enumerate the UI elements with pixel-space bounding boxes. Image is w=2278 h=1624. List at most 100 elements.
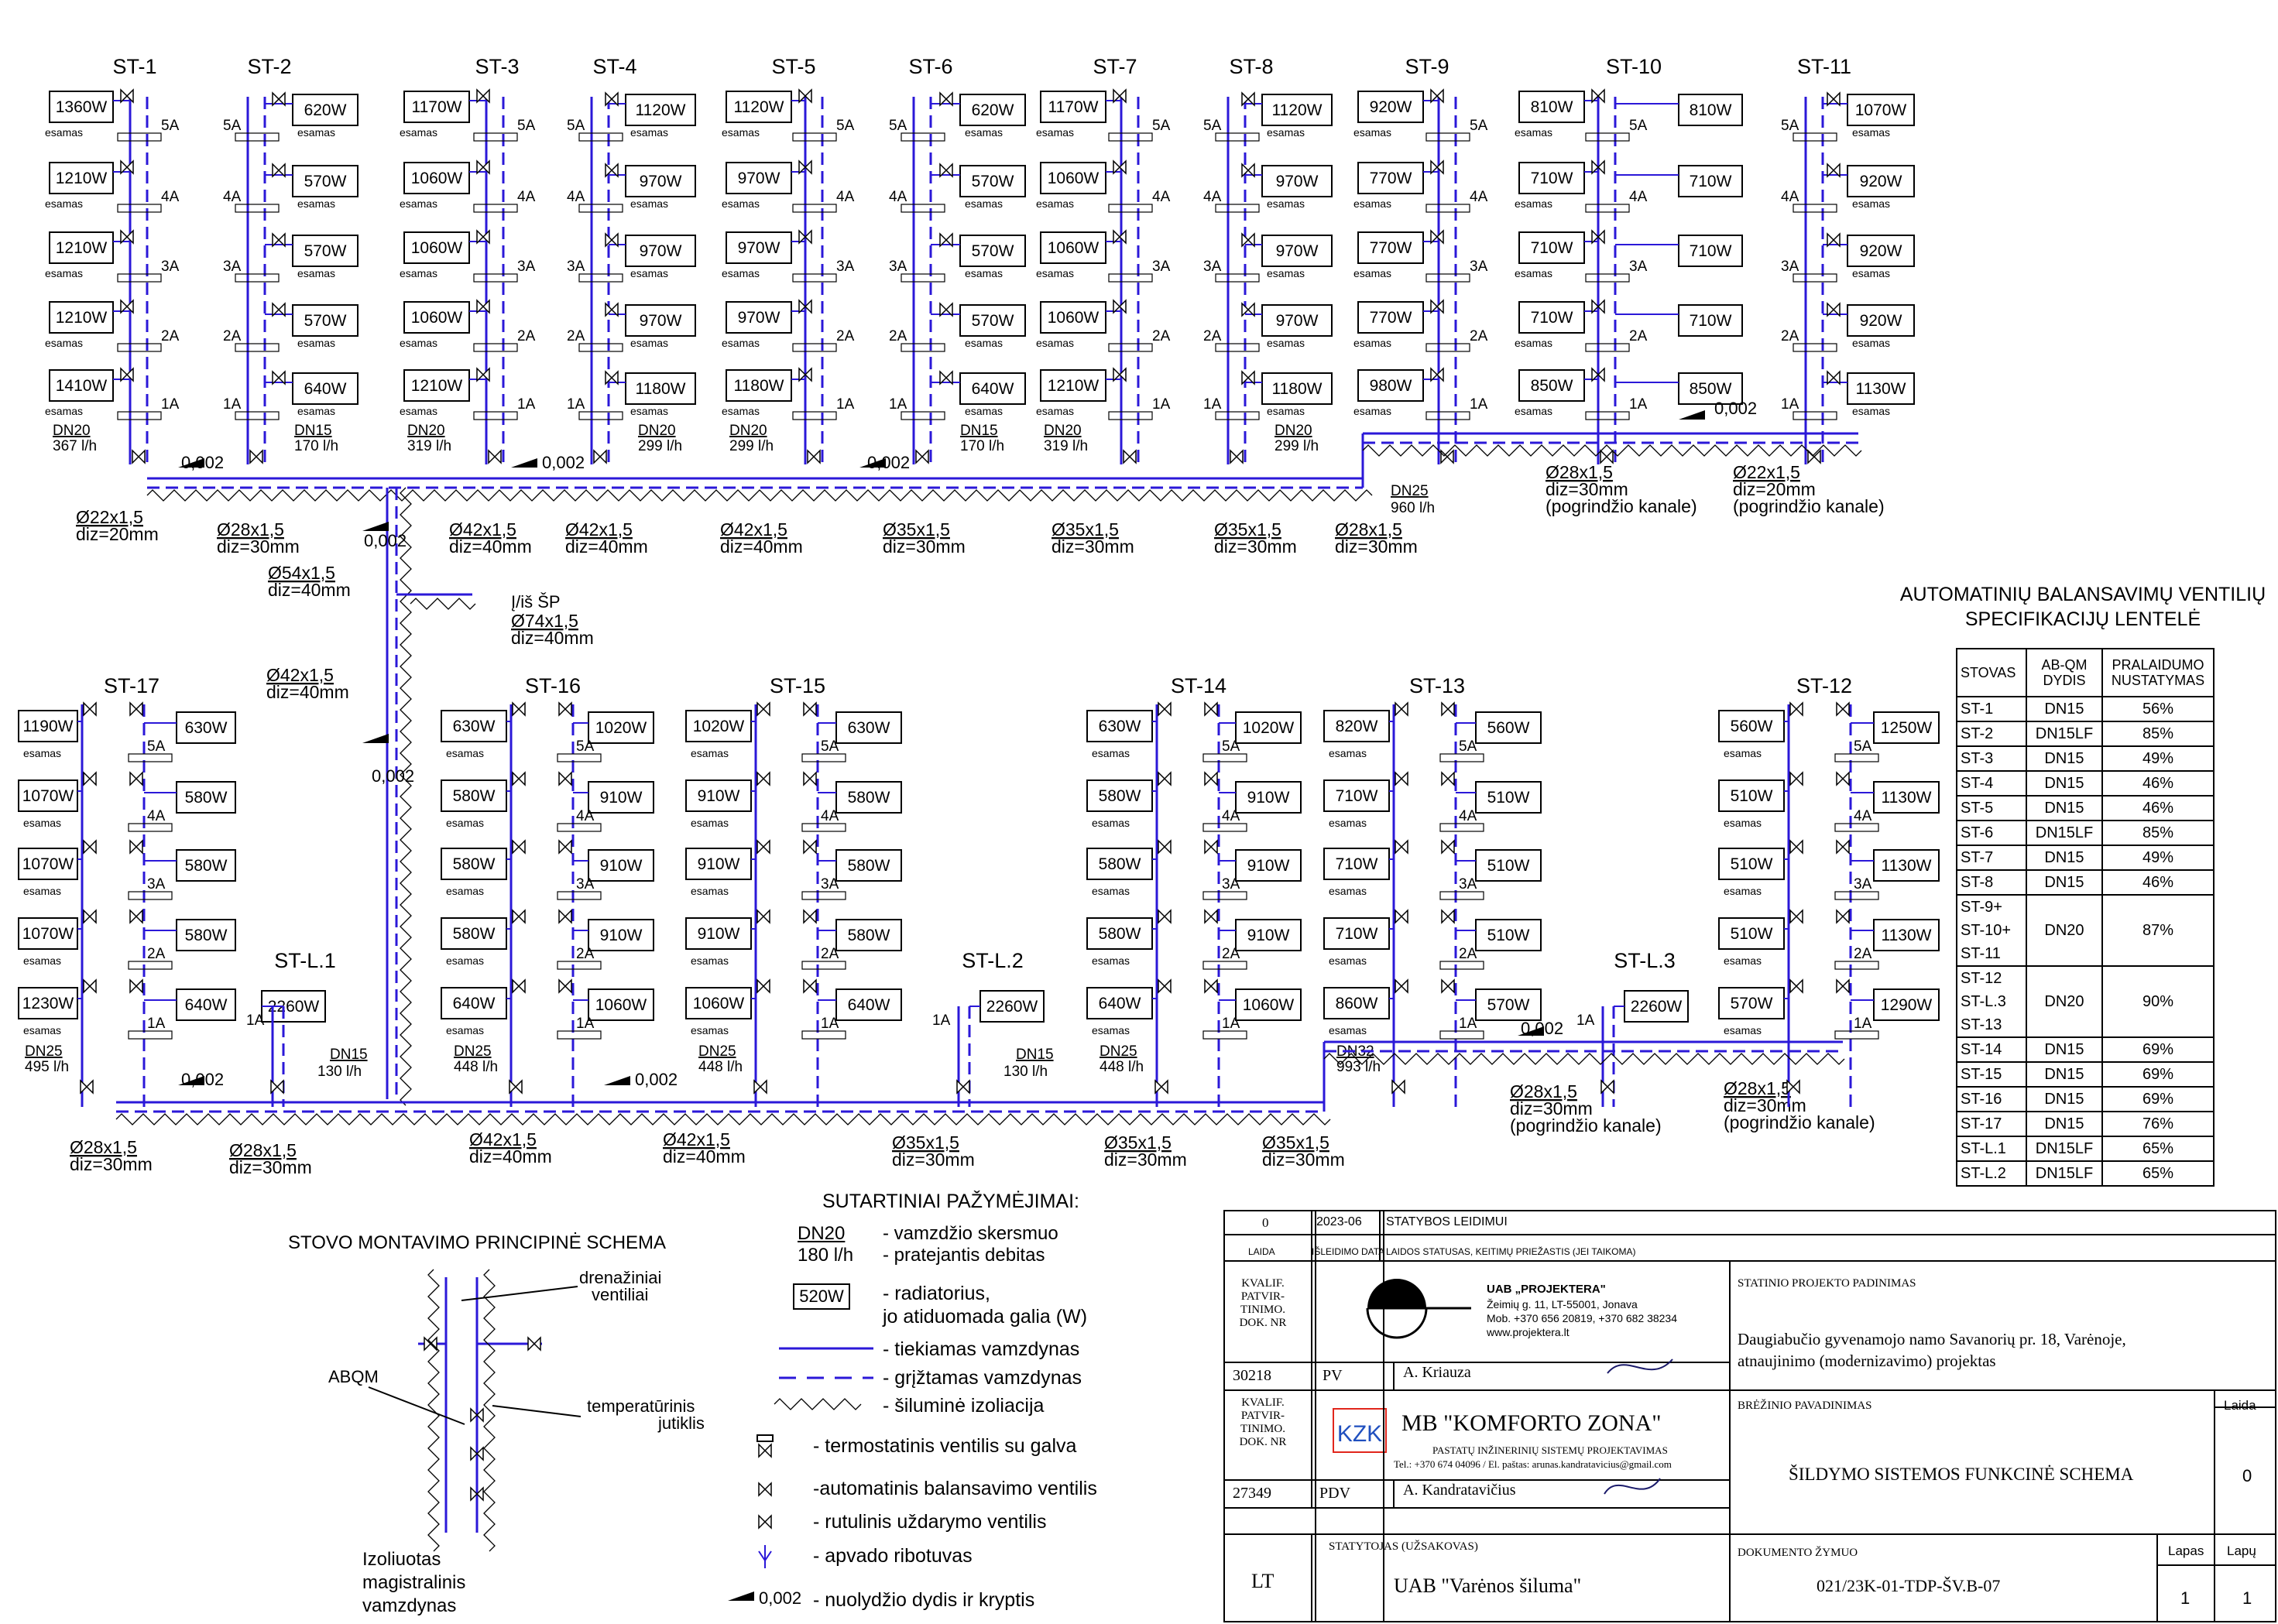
pipe-insulation-label: diz=30mm	[1724, 1095, 1806, 1115]
spec-cell-stovas: ST-9+ST-10+ST-11	[1956, 894, 2027, 967]
thermostatic-valve-icon	[803, 978, 817, 994]
radiator-power-label: 640W	[185, 996, 228, 1014]
floor-slab	[117, 132, 162, 142]
pipe-insulation-label: diz=20mm	[76, 524, 159, 544]
thermostatic-valve-icon	[512, 701, 526, 717]
radiator-power-label: 1060W	[595, 996, 647, 1014]
spec-cell-nustatymas: 69%	[2101, 1036, 2215, 1063]
slope-arrow	[859, 458, 886, 468]
floor-slab	[473, 204, 518, 213]
spec-cell-dydis: DN15	[2026, 1086, 2103, 1112]
legend-return-text: - grįžtamas vamzdynas	[883, 1367, 1082, 1389]
floor-label: 3A	[821, 876, 839, 893]
floor-label: 5A	[821, 738, 839, 755]
radiator	[1718, 710, 1785, 742]
radiator-power-label: 1130W	[1882, 927, 1932, 944]
slope-arrow	[362, 522, 389, 531]
floor-label: 5A	[1203, 118, 1222, 134]
thermostatic-valve-icon	[558, 701, 572, 717]
floor-slab	[473, 132, 518, 142]
radiator	[292, 372, 359, 405]
floor-slab	[1834, 1030, 1879, 1040]
radiator-power-label: 920W	[1860, 173, 1902, 190]
radiator-power-label: 580W	[185, 789, 228, 807]
radiator	[176, 711, 236, 744]
esamas-label: esamas	[400, 267, 437, 279]
floor-label: 1A	[836, 396, 855, 413]
floor-label: 2A	[821, 946, 839, 962]
pipe-location-label: (pogrindžio kanale)	[1724, 1112, 1875, 1132]
radiator-power-label: 1020W	[693, 718, 745, 735]
radiator	[685, 917, 752, 950]
radiator	[835, 711, 902, 744]
radiator	[1261, 304, 1333, 337]
radiator-power-label: 970W	[1276, 173, 1319, 190]
floor-slab	[1834, 753, 1879, 762]
riser-dn-label: DN15	[330, 1047, 368, 1063]
floor-slab	[1425, 132, 1470, 142]
radiator	[1873, 988, 1940, 1021]
esamas-label: esamas	[1267, 126, 1305, 139]
radiator-power-label: 580W	[1099, 787, 1141, 805]
radiator	[1475, 711, 1542, 744]
radiator-power-label: 570W	[972, 173, 1014, 190]
tb-role2: PDV	[1319, 1485, 1351, 1502]
thermostatic-valve-icon	[1204, 839, 1218, 855]
floor-slab	[1108, 204, 1153, 213]
balancing-valve-icon	[249, 449, 263, 464]
balancing-valve-icon	[1230, 449, 1244, 464]
thermostatic-valve-icon	[1204, 909, 1218, 924]
radiator	[1518, 162, 1585, 194]
spec-cell-nustatymas: 46%	[2101, 795, 2215, 821]
floor-slab	[792, 343, 837, 352]
tb-h-laida: LAIDA	[1248, 1246, 1275, 1257]
spec-cell-stovas: ST-17	[1956, 1111, 2027, 1137]
esamas-label: esamas	[1036, 405, 1074, 417]
riser-dn-label: DN15	[294, 423, 332, 439]
floor-slab	[117, 204, 162, 213]
heat-source-label: Į/iš ŠP	[511, 592, 561, 612]
esamas-label: esamas	[722, 126, 760, 139]
spec-cell-nustatymas: 69%	[2101, 1086, 2215, 1112]
esamas-label: esamas	[1353, 267, 1391, 279]
floor-label: 3A	[576, 876, 595, 893]
esamas-label: esamas	[400, 337, 437, 349]
radiator-power-label: 1060W	[693, 995, 745, 1012]
floor-label: 2A	[161, 328, 180, 344]
thermostatic-valve-icon	[1158, 909, 1172, 924]
esamas-label: esamas	[1092, 885, 1130, 897]
radiator	[1323, 848, 1390, 880]
thermostatic-valve-icon	[512, 839, 526, 855]
riser-flow-label: 130 l/h	[1003, 1064, 1048, 1080]
riser-dn-label: DN20	[407, 423, 445, 439]
radiator-power-label: 620W	[972, 101, 1014, 119]
thermostatic-valve-icon	[120, 159, 134, 175]
thermostatic-valve-icon	[1441, 839, 1455, 855]
riser-flow-label: 319 l/h	[407, 438, 451, 454]
radiator-power-label: 2260W	[986, 998, 1038, 1016]
riser-dn-label: DN20	[53, 423, 91, 439]
floor-slab	[901, 273, 945, 283]
esamas-label: esamas	[446, 1024, 484, 1036]
radiator	[1847, 235, 1915, 267]
riser-dn-label: DN20	[729, 423, 767, 439]
schema-temp-label: jutiklis	[657, 1413, 705, 1433]
riser-label: ST-2	[247, 55, 291, 78]
floor-label: 1A	[147, 1016, 166, 1032]
floor-label: 1A	[1781, 396, 1799, 413]
radiator-power-label: 970W	[738, 239, 780, 257]
esamas-label: esamas	[23, 885, 61, 897]
radiator	[1235, 988, 1302, 1021]
radiator-power-label: 1190W	[23, 718, 74, 735]
floor-slab	[1215, 204, 1260, 213]
radiator	[1235, 781, 1302, 814]
floor-slab	[117, 411, 162, 420]
radiator-power-label: 1060W	[411, 170, 463, 187]
radiator-power-label: 640W	[304, 380, 347, 398]
thermostatic-valve-icon	[272, 91, 286, 107]
thermostatic-valve-icon	[1789, 771, 1803, 786]
floor-label: 5A	[1629, 118, 1648, 134]
floor-slab	[1793, 273, 1837, 283]
balancing-valve-icon	[956, 1079, 970, 1095]
